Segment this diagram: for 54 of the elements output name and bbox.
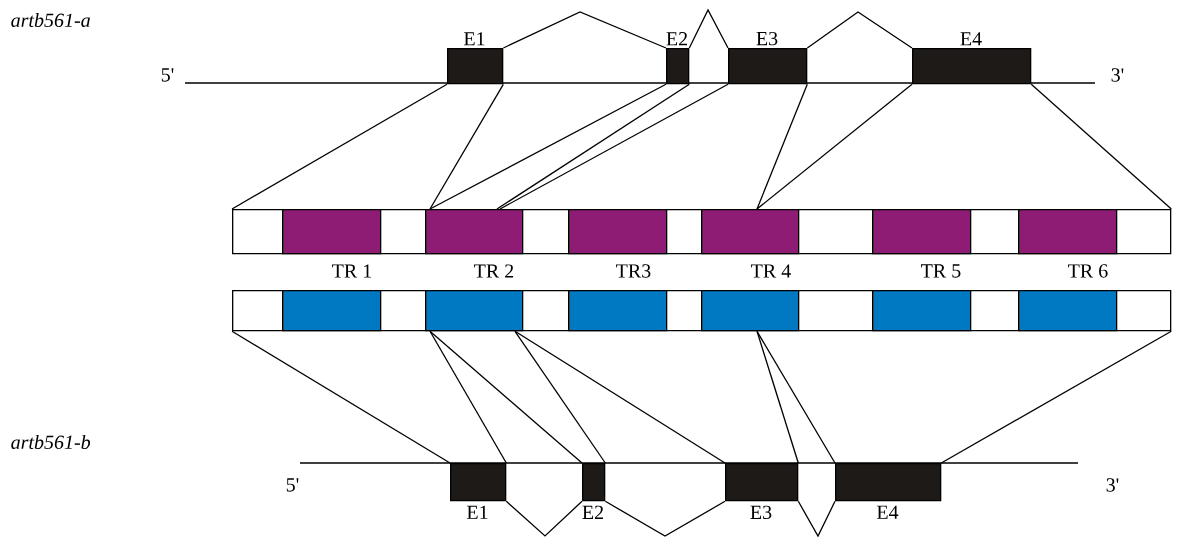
repeat-box [701,209,800,255]
exon-label: E2 [582,505,603,519]
repeat-box [425,290,524,332]
repeat-box [568,290,668,332]
intron-line [604,500,726,537]
repeat-label: TR 6 [1068,264,1108,278]
end-label: 5' [161,68,174,82]
mapping-line [756,83,808,210]
intron-line [505,500,583,537]
repeat-box [1018,290,1118,332]
repeat-label: TR 5 [921,264,961,278]
repeat-box [872,209,972,255]
repeat-box [282,290,382,332]
mapping-line [429,83,667,210]
repeat-box [1018,209,1118,255]
repeat-box [701,290,800,332]
end-label: 3' [1106,478,1119,492]
mapping-line [429,83,504,210]
repeat-label: TR 1 [332,264,371,278]
mapping-line [496,83,690,210]
end-label: 5' [286,478,299,492]
mapping-line [429,330,583,464]
repeat-box [282,209,382,255]
exon-label: E3 [756,31,778,46]
mapping-line [756,330,799,464]
mapping-line [499,83,729,210]
mapping-line [231,83,448,210]
exon-label: E1 [467,505,488,519]
exon-label: E1 [464,32,485,46]
intron-line [688,8,729,49]
mapping-line [231,330,451,464]
intron-line [797,500,836,538]
repeat-label: TR 2 [474,264,514,278]
exon-label: E4 [960,32,982,46]
intron-line [502,11,667,49]
end-label: 3' [1111,68,1124,82]
repeat-box [568,209,668,255]
repeat-label: TR 4 [751,264,791,278]
exon-label: E2 [666,32,687,46]
gene-name: artb561-a [11,12,90,28]
exon-label: E3 [750,505,772,520]
mapping-line [1030,83,1172,210]
repeat-label: TR3 [616,264,651,278]
repeat-box [425,209,524,255]
mapping-line [429,330,507,464]
mapping-line [514,330,606,464]
intron-line [806,11,913,49]
mapping-line [514,330,726,464]
gene-name: artb561-b [11,434,91,450]
exon-label: E4 [876,505,899,519]
repeat-box [872,290,972,332]
mapping-line [940,330,1172,464]
mapping-line [756,330,836,464]
mapping-line [756,83,913,210]
